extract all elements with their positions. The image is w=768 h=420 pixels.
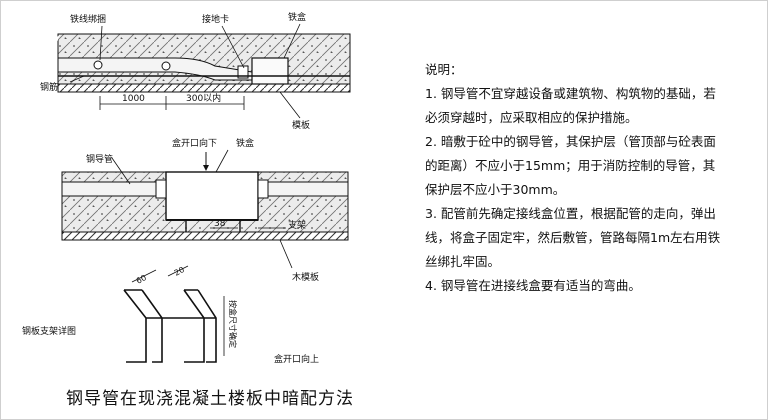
label-ground-clip: 接地卡	[202, 13, 229, 25]
middle-support-bracket	[185, 220, 241, 232]
note-item-4: 4. 钢导管在进接线盒要有适当的弯曲。	[425, 278, 641, 293]
label-dim-note: 按盒尺寸确定	[228, 300, 238, 348]
notes-panel: 说明： 1. 钢导管不宜穿越设备或建筑物、构筑物的基础，若必须穿越时，应采取相应…	[425, 58, 725, 298]
label-wire-binding: 铁线绑捆	[70, 13, 106, 25]
top-binding-1	[93, 60, 103, 70]
top-formwork	[57, 83, 351, 93]
label-dim-38: 38	[214, 219, 226, 229]
middle-wood-formwork	[61, 231, 349, 241]
label-wood-formwork: 木模板	[292, 271, 319, 283]
label-iron-box-mid: 铁盒	[236, 137, 254, 149]
bracket-detail-figure: 60 20 按盒尺寸确定 钢板支架详图 盒开口向上	[22, 265, 319, 365]
label-dim-20: 20	[173, 265, 186, 278]
top-iron-box	[251, 57, 289, 85]
label-box-opening-up: 盒开口向上	[274, 353, 319, 365]
label-formwork-top: 模板	[292, 119, 310, 131]
middle-pipe-left	[61, 181, 167, 197]
label-support: 支架	[288, 219, 306, 231]
note-item-3: 3. 配管前先确定接线盒位置，根据配管的走向，弹出线，将盒子固定牢，然后敷管，管…	[425, 206, 721, 269]
figure-caption: 钢导管在现浇混凝土楼板中暗配方法	[66, 389, 354, 409]
top-binding-2	[161, 61, 171, 71]
label-steel-pipe: 钢导管	[86, 153, 113, 165]
label-dim-300: 300以内	[186, 92, 221, 104]
middle-pipe-right	[257, 181, 349, 197]
middle-slab-figure: 盒开口向下 铁盒 钢导管 38 支架 木模板	[61, 137, 349, 283]
label-bracket-detail: 钢板支架详图	[22, 325, 76, 337]
middle-iron-box	[165, 171, 259, 221]
top-slab-figure: 铁线绑捆 接地卡 铁盒 钢筋 1000 300以内 模板	[40, 11, 351, 131]
label-iron-box-top: 铁盒	[288, 11, 306, 23]
note-item-2: 2. 暗敷于砼中的钢导管，其保护层（管顶部与砼表面的距离）不应小于15mm；用于…	[425, 134, 716, 197]
label-dim-60: 60	[135, 273, 148, 286]
note-item-1: 1. 钢导管不宜穿越设备或建筑物、构筑物的基础，若必须穿越时，应采取相应的保护措…	[425, 86, 716, 125]
label-rebar: 钢筋	[40, 81, 58, 93]
label-box-opening-down: 盒开口向下	[172, 137, 217, 149]
bracket-shape	[123, 289, 217, 363]
notes-title: 说明：	[425, 62, 463, 77]
label-dim-1000: 1000	[122, 94, 145, 104]
